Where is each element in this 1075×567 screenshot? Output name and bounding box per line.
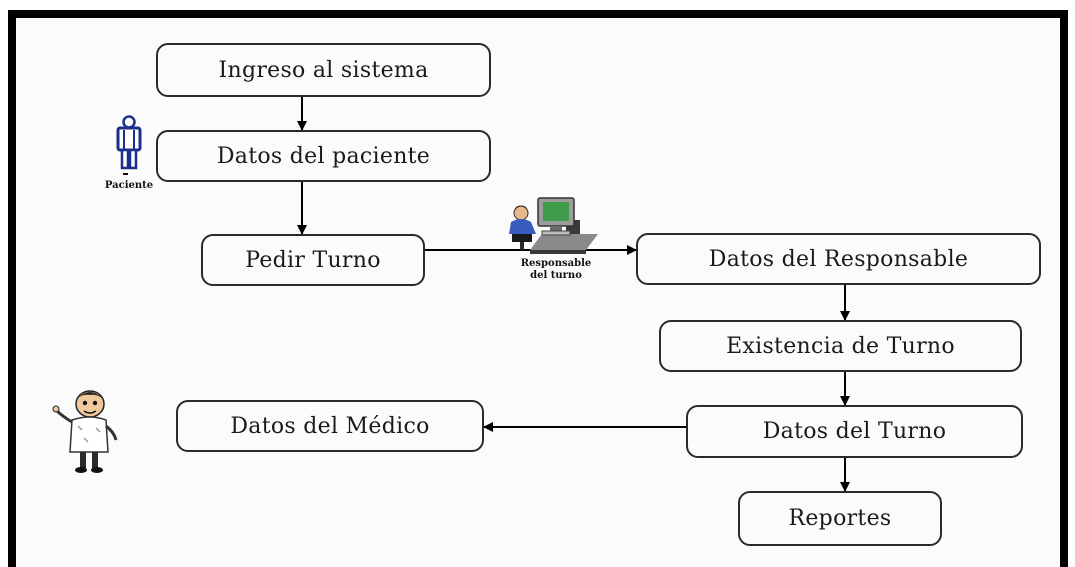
- node-existencia-de-turno: Existencia de Turno: [659, 320, 1022, 372]
- node-ingreso-al-sistema: Ingreso al sistema: [156, 43, 491, 97]
- node-datos-del-medico: Datos del Médico: [176, 400, 484, 452]
- diagram-frame: [8, 10, 1068, 567]
- node-datos-del-turno: Datos del Turno: [686, 405, 1023, 458]
- actor-label-paciente: Paciente: [104, 180, 154, 191]
- actor-label-responsable-line2: del turno: [530, 270, 582, 281]
- doctor-icon: [52, 390, 118, 473]
- person-icon: [116, 115, 142, 175]
- node-datos-del-responsable: Datos del Responsable: [636, 233, 1041, 285]
- actor-label-responsable-line1: Responsable: [520, 258, 592, 269]
- node-datos-del-paciente: Datos del paciente: [156, 130, 491, 182]
- node-pedir-turno: Pedir Turno: [201, 234, 425, 286]
- actor-label-responsable: Responsable del turno: [508, 258, 604, 282]
- node-reportes: Reportes: [738, 491, 942, 546]
- computer-operator-icon: [509, 197, 598, 254]
